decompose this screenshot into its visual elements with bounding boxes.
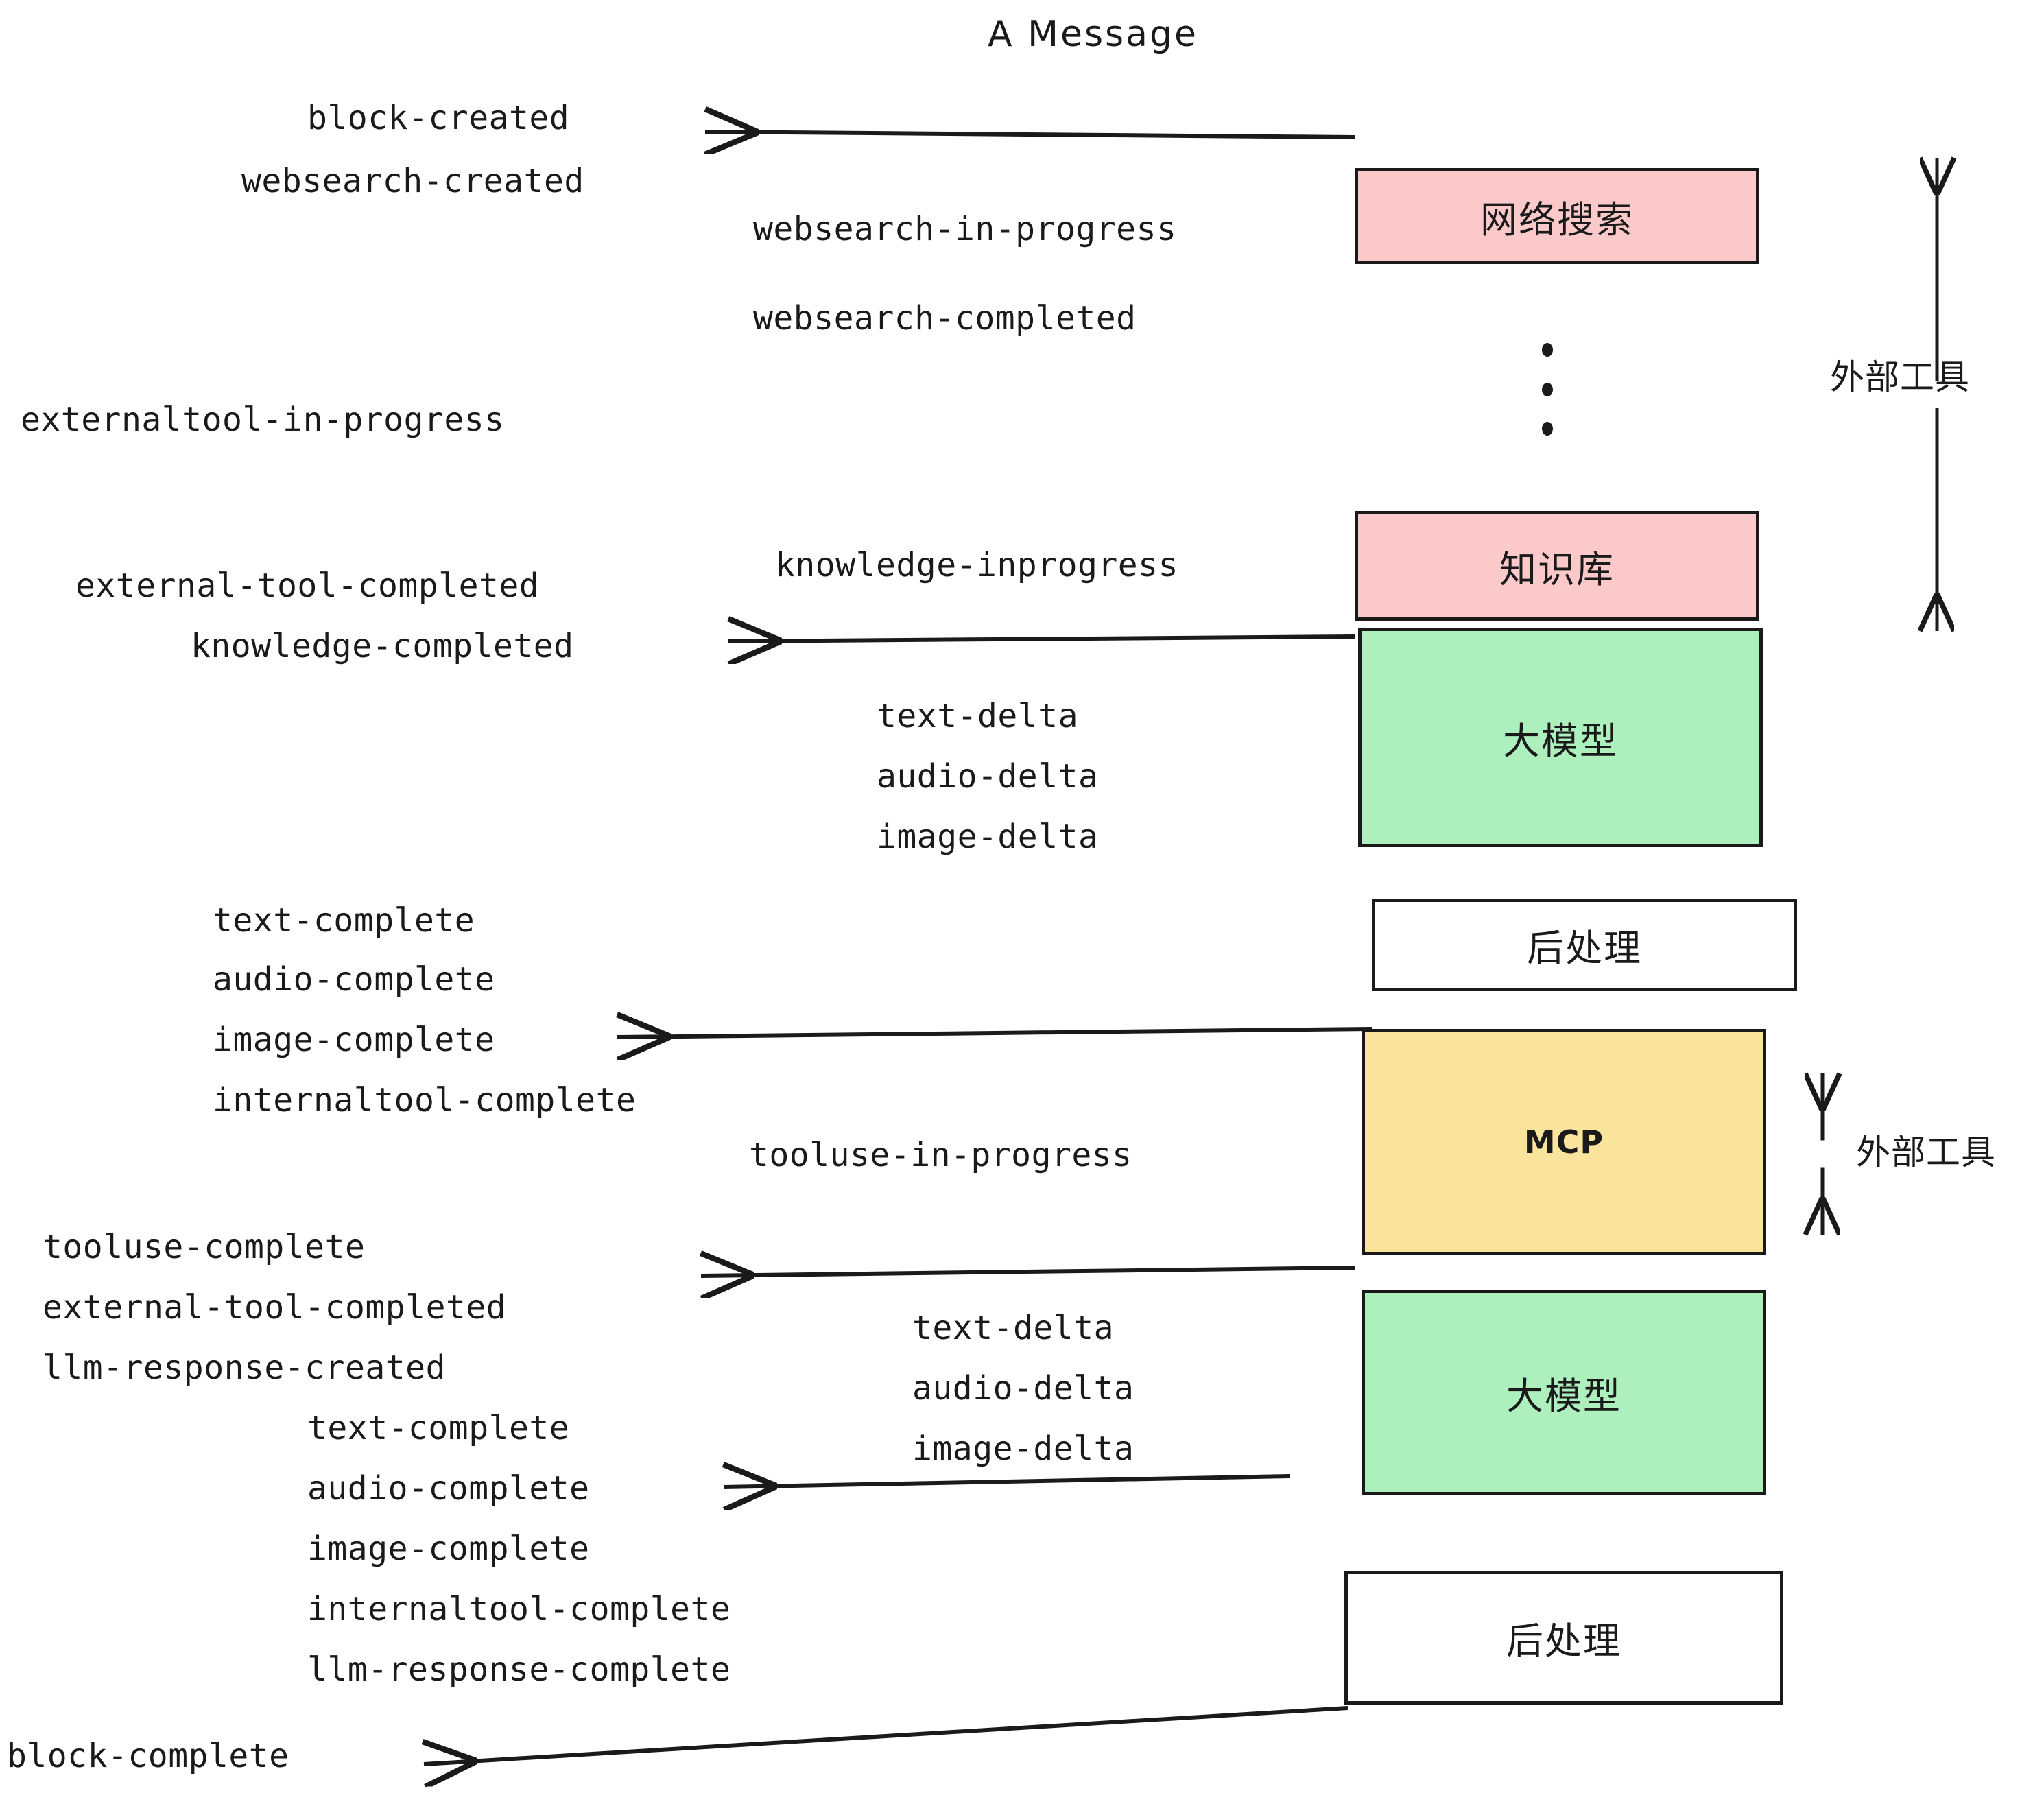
box-websearch: 网络搜索	[1355, 168, 1759, 264]
event-label: text-complete	[213, 901, 475, 940]
page-title: A Message	[988, 14, 1199, 55]
event-label: websearch-in-progress	[753, 210, 1177, 248]
box-label: 大模型	[1503, 719, 1618, 763]
event-label: knowledge-completed	[191, 627, 574, 665]
annotation-external-tools-bottom: 外部工具	[1856, 1132, 1996, 1172]
event-label: tooluse-in-progress	[749, 1136, 1132, 1174]
event-label: image-delta	[912, 1429, 1134, 1468]
event-label: audio-complete	[213, 960, 495, 999]
event-label: text-delta	[912, 1309, 1114, 1347]
box-label: 后处理	[1506, 1619, 1621, 1663]
arrow-tooluse-complete	[701, 1268, 1355, 1276]
box-knowledge: 知识库	[1355, 511, 1759, 621]
arrow-audio-complete	[724, 1476, 1290, 1487]
box-label: MCP	[1523, 1124, 1604, 1161]
box-label: 大模型	[1506, 1374, 1621, 1418]
arrow-block-created	[705, 132, 1355, 137]
event-label: websearch-completed	[753, 299, 1137, 337]
event-label: llm-response-complete	[307, 1650, 731, 1689]
box-llm-1: 大模型	[1358, 628, 1763, 847]
dot	[1542, 343, 1553, 357]
box-mcp: MCP	[1362, 1029, 1766, 1255]
box-llm-2: 大模型	[1362, 1290, 1766, 1495]
box-label: 后处理	[1527, 927, 1642, 970]
event-label: image-complete	[213, 1021, 495, 1059]
arrow-knowledge-done	[728, 637, 1355, 641]
event-label: audio-complete	[307, 1469, 590, 1508]
event-label: llm-response-created	[43, 1349, 446, 1387]
arrow-image-complete	[617, 1029, 1372, 1037]
event-label: websearch-created	[241, 162, 584, 200]
event-label: text-complete	[307, 1409, 570, 1447]
event-label: externaltool-in-progress	[21, 401, 505, 439]
box-postprocess-1: 后处理	[1372, 899, 1797, 991]
dot	[1542, 422, 1553, 436]
dot	[1542, 382, 1553, 396]
arrow-block-complete	[424, 1706, 1348, 1764]
box-label: 网络搜索	[1480, 198, 1634, 241]
box-postprocess-2: 后处理	[1344, 1571, 1783, 1705]
event-label: block-created	[307, 99, 570, 137]
event-label: internaltool-complete	[307, 1590, 731, 1628]
event-label: audio-delta	[877, 757, 1099, 796]
event-label: block-complete	[7, 1737, 289, 1775]
box-label: 知识库	[1499, 547, 1615, 591]
event-label: external-tool-completed	[43, 1288, 507, 1327]
event-label: internaltool-complete	[213, 1081, 637, 1119]
event-label: tooluse-complete	[43, 1228, 366, 1266]
event-label: image-complete	[307, 1530, 590, 1568]
event-label: text-delta	[877, 697, 1078, 735]
annotation-external-tools-top: 外部工具	[1830, 357, 1970, 397]
event-label: audio-delta	[912, 1369, 1134, 1408]
vertical-ellipsis-icon	[1542, 343, 1553, 436]
event-label: external-tool-completed	[75, 567, 540, 605]
event-label: knowledge-inprogress	[775, 546, 1178, 584]
event-label: image-delta	[877, 818, 1099, 856]
